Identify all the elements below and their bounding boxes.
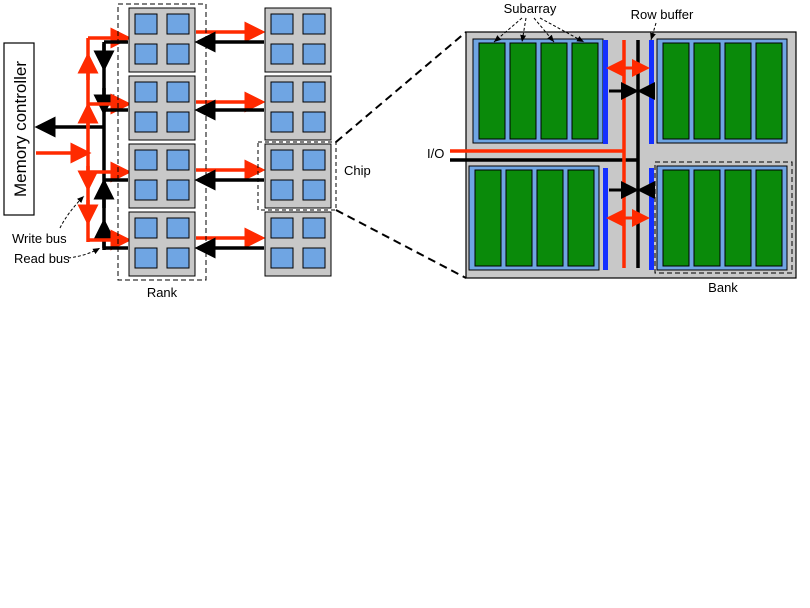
zoom-line-top <box>335 31 467 143</box>
chip <box>128 143 196 209</box>
bank-cell <box>134 13 158 35</box>
subarray <box>509 42 537 140</box>
subarray <box>755 169 783 267</box>
bank-label: Bank <box>708 280 738 295</box>
subarray-pointers <box>493 17 585 43</box>
bank-cell <box>270 179 294 201</box>
subarray <box>693 42 721 140</box>
subarray <box>571 42 599 140</box>
bank-cell <box>166 43 190 65</box>
subarray <box>540 42 568 140</box>
subarray <box>724 42 752 140</box>
row-buffer <box>603 40 608 144</box>
bank-cell <box>134 149 158 171</box>
bank-cell <box>302 13 326 35</box>
chip <box>264 211 332 277</box>
zoom-line-bottom <box>335 209 467 279</box>
chip-detail <box>450 31 797 279</box>
bank-cell <box>270 247 294 269</box>
bank-cell <box>166 13 190 35</box>
far-chips <box>264 7 332 277</box>
bank-cell <box>302 247 326 269</box>
bank-cell <box>166 81 190 103</box>
subarray <box>693 169 721 267</box>
rank-chips <box>128 7 196 277</box>
row-buffer <box>649 40 654 144</box>
bank-cell <box>302 43 326 65</box>
subarray <box>474 169 502 267</box>
bank-cell <box>270 13 294 35</box>
bank-cell <box>302 111 326 133</box>
subarray-label: Subarray <box>504 1 557 16</box>
bank-cell <box>270 43 294 65</box>
memory-controller: Memory controller <box>3 42 35 216</box>
write-bus-pointer <box>59 195 85 229</box>
subarray <box>536 169 564 267</box>
read-bus-label: Read bus <box>14 251 70 266</box>
chip <box>264 75 332 141</box>
bank-cell <box>270 81 294 103</box>
subarray <box>505 169 533 267</box>
bank-cell <box>302 81 326 103</box>
chip-outline <box>257 141 337 211</box>
chip <box>264 143 332 209</box>
subarray <box>662 169 690 267</box>
bank-cell <box>134 247 158 269</box>
bank-cell <box>134 81 158 103</box>
row-buffer-label: Row buffer <box>631 7 694 22</box>
read-bus-pointer <box>67 247 101 259</box>
bank-cell <box>134 43 158 65</box>
subarray <box>724 169 752 267</box>
banks <box>468 38 788 271</box>
row-buffer <box>649 168 654 270</box>
io-label: I/O <box>427 146 444 161</box>
bank-cell <box>302 179 326 201</box>
bank-outline <box>654 161 793 274</box>
bank-cell <box>270 149 294 171</box>
bank-cell <box>134 111 158 133</box>
bank-cell <box>270 217 294 239</box>
row-buffer-pointer <box>650 22 657 41</box>
chip <box>128 211 196 277</box>
write-bus-label: Write bus <box>12 231 67 246</box>
bus-network <box>34 21 266 259</box>
bank-cell <box>270 111 294 133</box>
subarray <box>755 42 783 140</box>
subarray <box>662 42 690 140</box>
bank <box>656 38 788 144</box>
chip <box>128 75 196 141</box>
bank-cell <box>166 149 190 171</box>
subarray <box>478 42 506 140</box>
bank-cell <box>166 247 190 269</box>
bank <box>472 38 604 144</box>
row-buffer <box>603 168 608 270</box>
bank <box>468 165 600 271</box>
bank <box>656 165 788 271</box>
chip <box>264 7 332 73</box>
bank-cell <box>166 111 190 133</box>
chip <box>128 7 196 73</box>
bank-cell <box>166 179 190 201</box>
bank-cell <box>134 179 158 201</box>
subarray <box>567 169 595 267</box>
bank-cell <box>302 149 326 171</box>
bank-cell <box>302 217 326 239</box>
memory-controller-label: Memory controller <box>11 61 30 197</box>
rank-label: Rank <box>147 285 178 300</box>
rank-outline <box>117 3 207 281</box>
bank-cell <box>166 217 190 239</box>
bank-cell <box>134 217 158 239</box>
chip-label: Chip <box>344 163 371 178</box>
